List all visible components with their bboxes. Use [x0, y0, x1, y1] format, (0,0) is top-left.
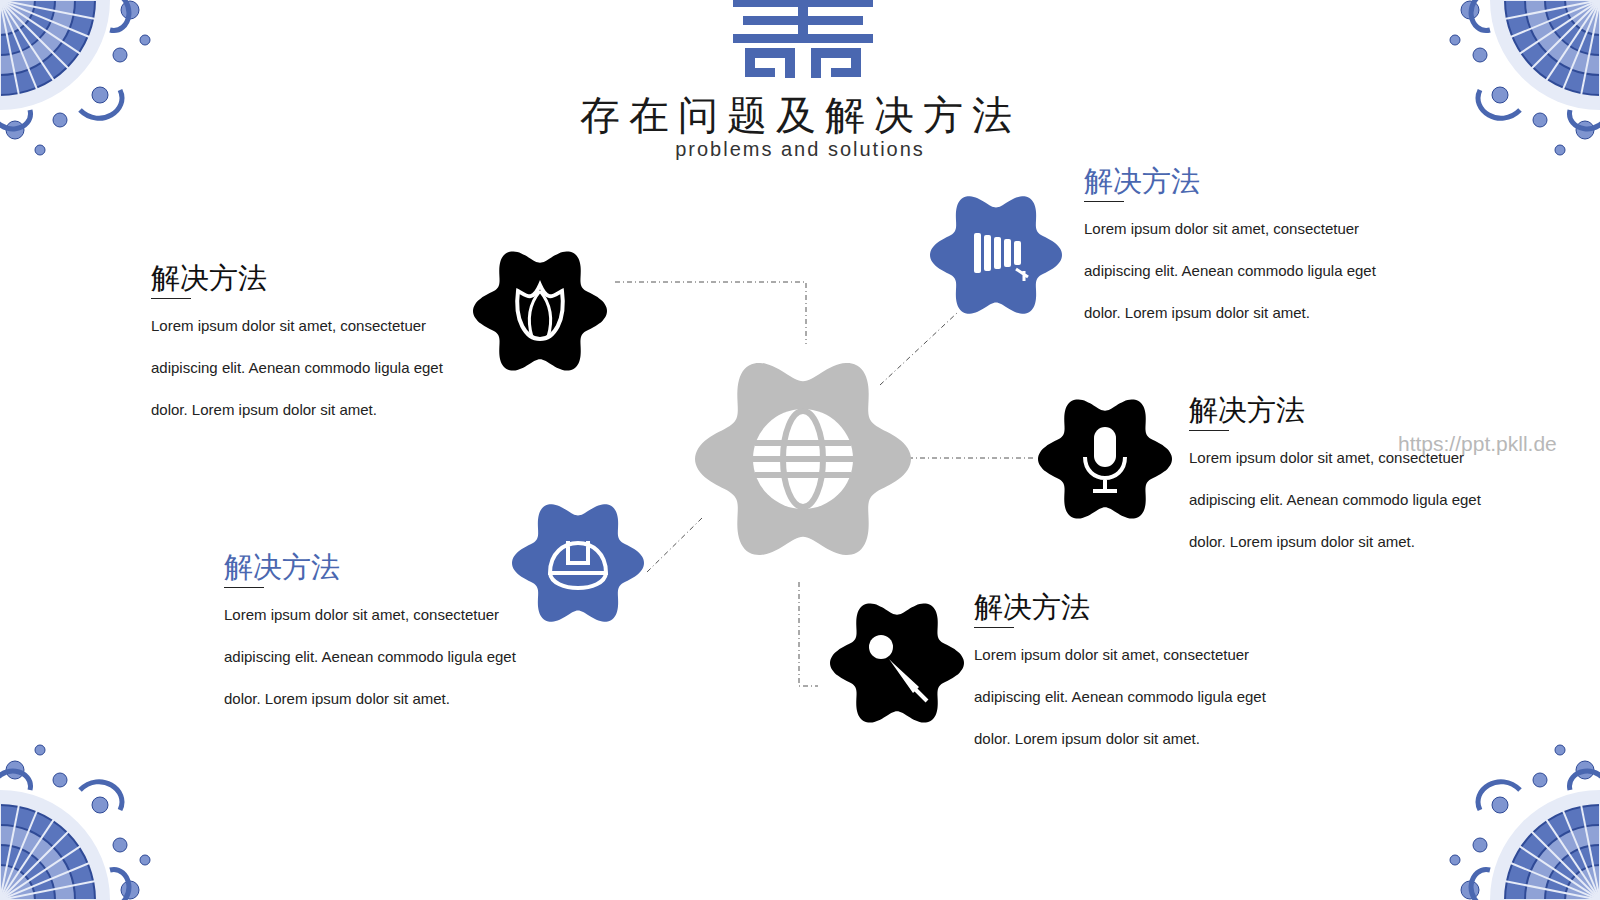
helmet-icon: [550, 541, 606, 588]
leader-line: [908, 458, 1036, 459]
heading-underline: [974, 627, 1014, 628]
tulip-icon: [517, 285, 563, 339]
leader-line: [615, 282, 806, 344]
flower-shape: [695, 363, 911, 555]
solution-block: 解决方法 Lorem ipsum dolor sit amet, consecte…: [224, 549, 529, 720]
flower-shape: [473, 251, 607, 370]
block-body: Lorem ipsum dolor sit amet, consectetuer…: [224, 594, 529, 720]
block-body: Lorem ipsum dolor sit amet, consectetuer…: [151, 305, 456, 431]
solution-block: 解决方法 Lorem ipsum dolor sit amet, consecte…: [1189, 392, 1494, 563]
flower-badge: [1038, 399, 1172, 518]
top-emblem: [733, 0, 873, 78]
flower-icons: [473, 196, 1172, 722]
flower-badge: [512, 504, 644, 621]
flower-badge: [930, 196, 1062, 313]
globe-icon: [753, 409, 853, 509]
leader-line: [880, 313, 957, 385]
emblem-bar: [733, 34, 873, 43]
block-heading: 解决方法: [1189, 392, 1494, 428]
block-heading: 解决方法: [224, 549, 529, 585]
mic-icon: [1085, 427, 1125, 491]
corner-ornament: [1439, 734, 1600, 900]
xylo-icon: [974, 233, 1028, 281]
heading-underline: [1084, 201, 1124, 202]
leader-lines: [615, 282, 1036, 686]
emblem-stem: [798, 0, 808, 38]
flower-shape: [512, 504, 644, 621]
flower-badge: [473, 251, 607, 370]
corner-ornament: [1439, 0, 1600, 166]
flower-shape: [830, 603, 964, 722]
solution-block: 解决方法 Lorem ipsum dolor sit amet, consecte…: [1084, 163, 1389, 334]
block-body: Lorem ipsum dolor sit amet, consectetuer…: [974, 634, 1279, 760]
flower-shape: [930, 196, 1062, 313]
block-heading: 解决方法: [1084, 163, 1389, 199]
emblem-loop: [745, 48, 795, 78]
heading-underline: [224, 587, 264, 588]
solution-block: 解决方法 Lorem ipsum dolor sit amet, consecte…: [974, 589, 1279, 760]
heading-underline: [1189, 430, 1229, 431]
block-body: Lorem ipsum dolor sit amet, consectetuer…: [1084, 208, 1389, 334]
block-heading: 解决方法: [974, 589, 1279, 625]
flower-badge: [695, 363, 911, 555]
slide-title: 存在问题及解决方法: [0, 88, 1600, 143]
block-heading: 解决方法: [151, 260, 456, 296]
emblem-loop: [811, 48, 861, 78]
corner-ornament: [0, 0, 161, 166]
leader-line: [645, 518, 702, 574]
leader-line: [799, 582, 818, 686]
subtitle: problems and solutions: [0, 138, 1600, 161]
corner-ornament: [0, 734, 161, 900]
handmic-icon: [869, 635, 927, 701]
block-body: Lorem ipsum dolor sit amet, consectetuer…: [1189, 437, 1494, 563]
flower-badge: [830, 603, 964, 722]
heading-underline: [151, 298, 191, 299]
solution-block: 解决方法 Lorem ipsum dolor sit amet, consecte…: [151, 260, 456, 431]
flower-shape: [1038, 399, 1172, 518]
